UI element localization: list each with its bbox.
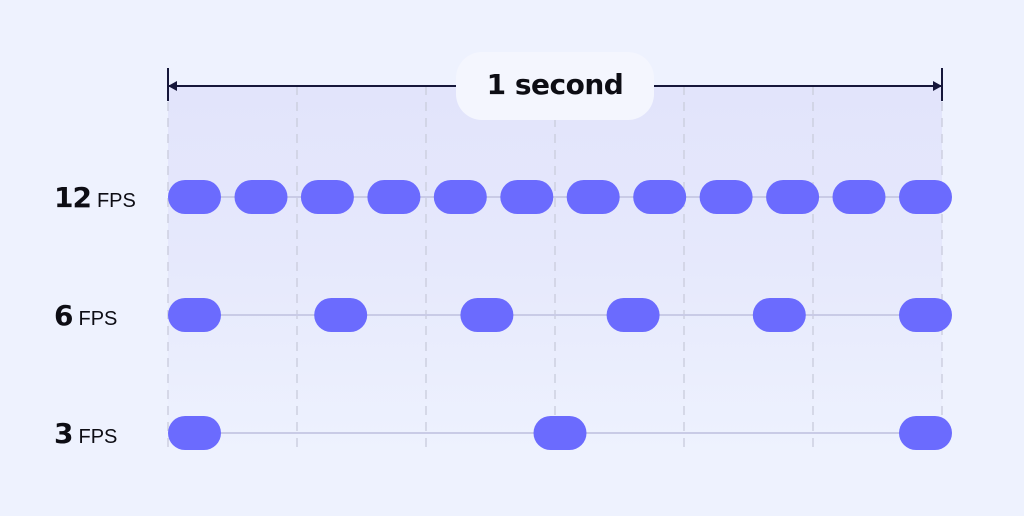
frame-pill bbox=[899, 298, 952, 332]
frame-pill bbox=[606, 298, 660, 332]
frame-pill bbox=[899, 180, 952, 214]
frame-pill bbox=[168, 298, 221, 332]
frame-pill bbox=[433, 180, 487, 214]
arrowhead-right-icon bbox=[933, 81, 942, 91]
frame-pill bbox=[699, 180, 753, 214]
frame-pill bbox=[314, 298, 368, 332]
frame-pill bbox=[766, 180, 820, 214]
row-fps-number: 6 bbox=[54, 299, 74, 332]
frame-pill bbox=[300, 180, 354, 214]
row-fps-unit: FPS bbox=[96, 190, 136, 212]
row-fps-unit: FPS bbox=[78, 426, 118, 448]
one-second-label: 1 second bbox=[456, 52, 654, 120]
frame-pill bbox=[168, 416, 221, 450]
row-fps-unit: FPS bbox=[78, 308, 118, 330]
row-fps-number: 3 bbox=[54, 417, 74, 450]
frame-pill bbox=[460, 298, 514, 332]
frame-pill bbox=[566, 180, 620, 214]
frame-pill bbox=[832, 180, 886, 214]
frame-pill bbox=[752, 298, 806, 332]
frame-pill bbox=[899, 416, 952, 450]
frame-pill bbox=[234, 180, 288, 214]
frame-pill bbox=[533, 416, 587, 450]
frame-pill bbox=[500, 180, 554, 214]
frame-pill bbox=[633, 180, 687, 214]
arrowhead-left-icon bbox=[168, 81, 177, 91]
frame-pill bbox=[367, 180, 421, 214]
row-fps-number: 12 bbox=[54, 181, 92, 214]
frame-pill bbox=[168, 180, 221, 214]
